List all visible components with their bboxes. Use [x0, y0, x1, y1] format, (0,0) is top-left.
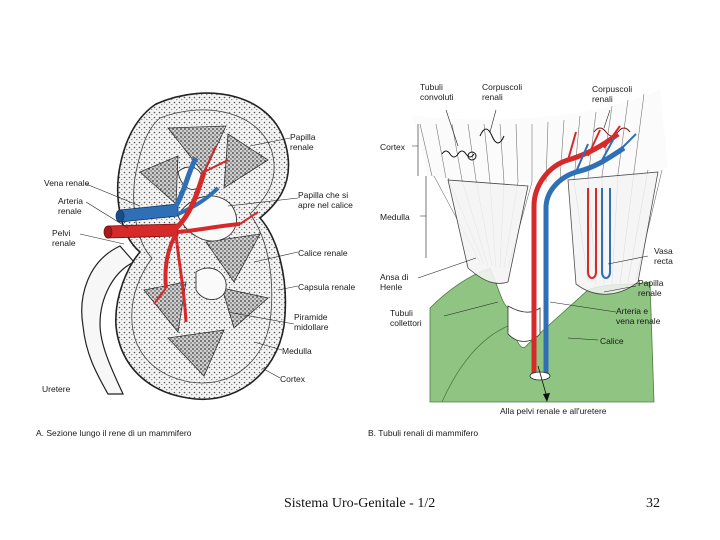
- label-piramide: Piramide midollare: [294, 312, 329, 332]
- label-papilla-renale: Papilla renale: [290, 132, 316, 152]
- label-papilla-renale-b: Papilla renale: [638, 278, 664, 298]
- label-cortex-b: Cortex: [380, 142, 406, 152]
- tubules-section: [412, 90, 668, 403]
- page-number: 32: [646, 496, 660, 511]
- label-papilla-calice: Papilla che si apre nel calice: [298, 190, 353, 210]
- leader-lines-a: [79, 137, 299, 379]
- leader-lines-b: [412, 109, 649, 341]
- label-corpuscoli-2: Corpuscoli renali: [592, 84, 633, 104]
- label-vasa-recta: Vasa recta: [654, 246, 673, 266]
- label-pelvi-renale: Pelvi renale: [52, 228, 76, 248]
- label-pelvi-uretere: Alla pelvi renale e all'uretere: [500, 406, 607, 416]
- label-medulla-a: Medulla: [282, 346, 312, 356]
- label-cortex-a: Cortex: [280, 374, 306, 384]
- figure-drawing: [79, 90, 668, 403]
- label-medulla-b: Medulla: [380, 212, 410, 222]
- label-capsula-renale: Capsula renale: [298, 282, 356, 292]
- label-vena-renale: Vena renale: [44, 178, 90, 188]
- label-uretere: Uretere: [42, 384, 71, 394]
- caption-panel-b: B. Tubuli renali di mammifero: [368, 428, 479, 438]
- label-arteria-vena: Arteria e vena renale: [616, 306, 661, 326]
- kidney-section: [81, 92, 290, 400]
- label-tubuli-collettori: Tubuli collettori: [390, 308, 422, 328]
- label-ansa-henle: Ansa di Henle: [380, 272, 409, 292]
- label-corpuscoli-1: Corpuscoli renali: [482, 82, 523, 102]
- kidney-figure: Vena renale Arteria renale Pelvi renale …: [28, 76, 692, 446]
- footer-title: Sistema Uro-Genitale - 1/2: [284, 496, 436, 511]
- label-calice: Calice: [600, 336, 624, 346]
- label-arteria-renale: Arteria renale: [58, 196, 84, 216]
- caption-panel-a: A. Sezione lungo il rene di un mammifero: [36, 428, 192, 438]
- label-tubuli-convoluti: Tubuli convoluti: [420, 82, 454, 102]
- label-calice-renale: Calice renale: [298, 248, 348, 258]
